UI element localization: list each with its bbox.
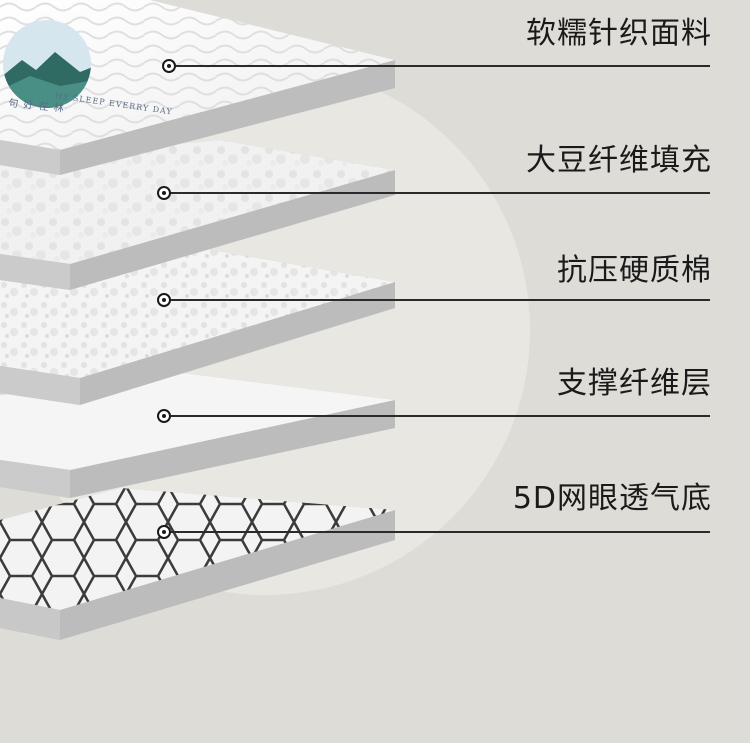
leader-line-support-fiber [163, 415, 710, 417]
layer-label-mesh-bottom: 5D网眼透气底 [512, 481, 712, 516]
slab-knit-fabric: HY SLEEP EVERRY DAY 句 好 在 林 [0, 0, 395, 175]
layer-label-soy-fiber: 大豆纤维填充 [526, 143, 712, 178]
callout-dot-icon [157, 186, 171, 200]
layer-label-support-fiber: 支撑纤维层 [557, 366, 712, 401]
slab-soy-fiber [0, 140, 395, 290]
callout-dot-icon [157, 525, 171, 539]
leader-line-mesh-bottom [163, 531, 710, 533]
layer-label-fabric-top: 软糯针织面料 [526, 16, 712, 51]
callout-dot-icon [162, 59, 176, 73]
callout-dot-icon [157, 293, 171, 307]
leader-line-fabric-top [168, 65, 710, 67]
layer-label-hard-cotton: 抗压硬质棉 [557, 253, 712, 288]
slab-mesh-bottom [0, 488, 395, 640]
leader-line-hard-cotton [163, 299, 710, 301]
callout-dot-icon [157, 409, 171, 423]
leader-line-soy-fiber [163, 192, 710, 194]
